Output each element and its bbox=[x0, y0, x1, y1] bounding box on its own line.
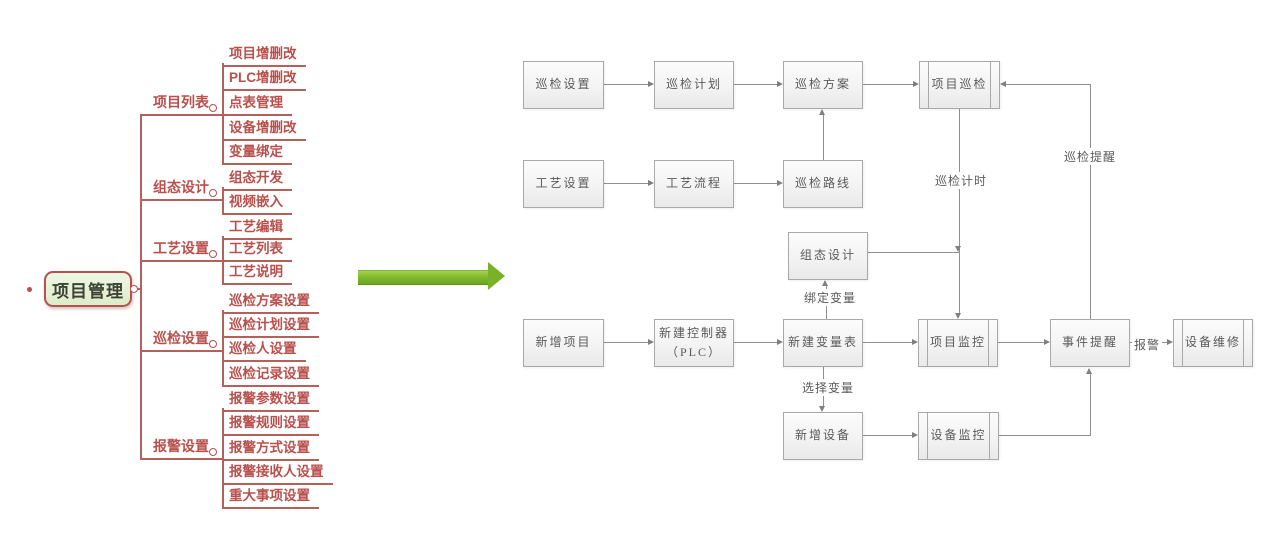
edge-flow-to-route bbox=[734, 183, 777, 184]
node-event-remind: 事件提醒 bbox=[1050, 319, 1130, 367]
transform-arrow-body bbox=[358, 270, 488, 285]
arrowhead-icon bbox=[648, 180, 654, 186]
node-project-monitor: 项目监控 bbox=[918, 319, 998, 367]
collapse-handle-icon[interactable] bbox=[209, 448, 217, 456]
branch-config-design: 组态设计 bbox=[140, 178, 222, 201]
arrowhead-icon bbox=[955, 313, 961, 319]
subtree-rail bbox=[222, 310, 224, 387]
edge-config-to-monitor bbox=[868, 252, 959, 253]
arrowhead-icon bbox=[777, 180, 783, 186]
arrowhead-icon bbox=[777, 339, 783, 345]
node-new-var-table: 新建变量表 bbox=[783, 319, 863, 367]
node-craft-flow: 工艺流程 bbox=[654, 160, 734, 208]
mindmap-subitem: 工艺说明 bbox=[222, 263, 292, 285]
edge-var-table-to-monitor bbox=[863, 342, 912, 343]
arrowhead-icon bbox=[819, 406, 825, 412]
arrowhead-icon bbox=[1000, 81, 1006, 87]
root-collapse-handle-icon[interactable] bbox=[130, 285, 138, 293]
subtree-rail bbox=[222, 187, 224, 215]
edge-label-alarm: 报警 bbox=[1132, 336, 1163, 353]
arrowhead-icon bbox=[912, 432, 918, 438]
arrowhead-icon bbox=[819, 109, 825, 115]
node-new-project: 新增项目 bbox=[523, 319, 604, 367]
edge-inspect-timer bbox=[959, 109, 960, 313]
arrowhead-icon bbox=[1044, 339, 1050, 345]
mindmap-subitem: 项目增删改 bbox=[222, 45, 306, 67]
subtree-rail bbox=[222, 408, 224, 509]
edge-remind-horizontal bbox=[1006, 84, 1091, 85]
edge-label-remind: 巡检提醒 bbox=[1062, 148, 1119, 165]
mindmap-spine bbox=[140, 114, 142, 460]
edge-label-select: 选择变量 bbox=[800, 379, 857, 396]
mindmap-subitem: 巡检计划设置 bbox=[222, 316, 319, 338]
edge-new-device-to-monitor bbox=[863, 435, 912, 436]
node-config-design: 组态设计 bbox=[788, 232, 868, 280]
mindmap-subitem: 巡检记录设置 bbox=[222, 365, 319, 387]
edge-plan-to-scheme bbox=[734, 84, 777, 85]
node-inspect-plan: 巡检计划 bbox=[654, 61, 734, 109]
collapse-handle-icon[interactable] bbox=[209, 104, 217, 112]
arrowhead-icon bbox=[912, 339, 918, 345]
edge-new-project-to-controller bbox=[604, 342, 648, 343]
edge-route-to-scheme bbox=[823, 115, 824, 160]
collapse-handle-icon[interactable] bbox=[209, 250, 217, 258]
mindmap-root-node: 项目管理 bbox=[44, 271, 132, 307]
edge-inspect-setting-to-plan bbox=[604, 84, 648, 85]
arrowhead-icon bbox=[777, 81, 783, 87]
node-inspect-route: 巡检路线 bbox=[783, 160, 863, 208]
arrowhead-icon bbox=[648, 339, 654, 345]
node-device-repair: 设备维修 bbox=[1173, 319, 1253, 367]
transform-arrow-head-icon bbox=[488, 262, 505, 290]
edge-controller-to-var-table bbox=[734, 342, 777, 343]
collapse-handle-icon[interactable] bbox=[209, 189, 217, 197]
arrowhead-icon bbox=[648, 81, 654, 87]
branch-craft-setting: 工艺设置 bbox=[140, 239, 222, 262]
mindmap-subitem: 巡检方案设置 bbox=[222, 292, 319, 314]
edge-monitor-to-remind bbox=[998, 342, 1044, 343]
edge-label-timer: 巡检计时 bbox=[933, 172, 990, 189]
edge-craft-setting-to-flow bbox=[604, 183, 648, 184]
mindmap-subitem: 工艺列表 bbox=[222, 240, 292, 262]
mindmap-subitem: 重大事项设置 bbox=[222, 487, 319, 509]
arrowhead-icon bbox=[913, 81, 919, 87]
node-inspect-scheme: 巡检方案 bbox=[783, 61, 863, 109]
mindmap-subitem: 巡检人设置 bbox=[222, 340, 306, 362]
edge-device-monitor-up bbox=[1090, 374, 1091, 435]
node-device-monitor: 设备监控 bbox=[918, 412, 999, 460]
node-new-device: 新增设备 bbox=[783, 412, 863, 460]
mindmap-subitem: 工艺编辑 bbox=[222, 218, 292, 240]
mindmap-subitem: 报警方式设置 bbox=[222, 439, 319, 461]
arrowhead-icon bbox=[955, 246, 961, 252]
mindmap-subitem: 报警参数设置 bbox=[222, 390, 319, 412]
mindmap-subitem: 设备增删改 bbox=[222, 119, 306, 141]
mindmap-subitem: 报警规则设置 bbox=[222, 414, 319, 436]
mindmap-subitem: 报警接收人设置 bbox=[222, 463, 333, 485]
branch-inspect-setting: 巡检设置 bbox=[140, 329, 222, 352]
collapse-handle-icon[interactable] bbox=[209, 340, 217, 348]
arrowhead-icon bbox=[822, 280, 828, 286]
edge-label-bind: 绑定变量 bbox=[802, 289, 859, 306]
edge-remind-vertical bbox=[1090, 84, 1091, 319]
root-left-dot bbox=[27, 287, 32, 292]
mindmap-subitem: PLC增删改 bbox=[222, 69, 306, 91]
edge-scheme-to-project-inspect bbox=[863, 84, 913, 85]
edge-device-monitor-out bbox=[999, 435, 1091, 436]
node-new-controller: 新建控制器（PLC） bbox=[654, 319, 734, 367]
branch-alarm-setting: 报警设置 bbox=[140, 437, 222, 460]
node-project-inspect: 项目巡检 bbox=[919, 61, 1000, 109]
arrowhead-icon bbox=[1086, 368, 1092, 374]
branch-project-list: 项目列表 bbox=[140, 93, 222, 116]
node-craft-setting: 工艺设置 bbox=[523, 160, 604, 208]
mindmap-subitem: 变量绑定 bbox=[222, 143, 292, 165]
arrowhead-icon bbox=[1167, 339, 1173, 345]
mindmap-subitem: 视频嵌入 bbox=[222, 193, 292, 215]
mindmap-subitem: 组态开发 bbox=[222, 169, 292, 191]
mindmap-subitem: 点表管理 bbox=[222, 94, 292, 116]
node-inspect-setting: 巡检设置 bbox=[523, 61, 604, 109]
